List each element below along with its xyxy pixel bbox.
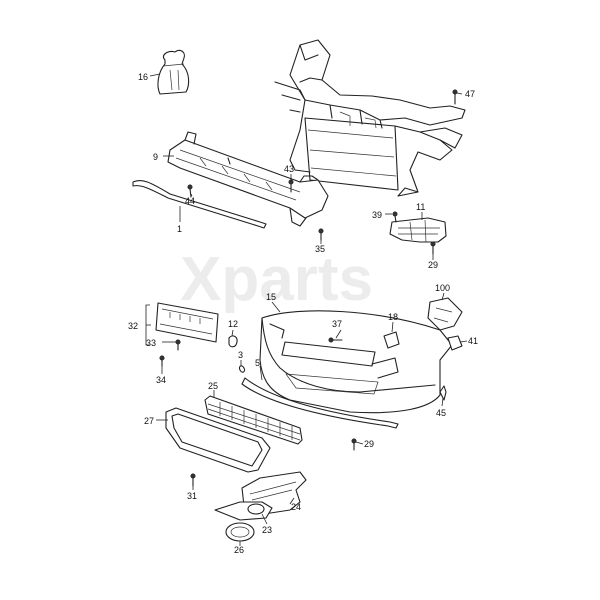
callout-32: 32 [128, 321, 138, 331]
screw-44 [187, 184, 193, 198]
callout-41: 41 [468, 336, 478, 346]
part-16-cover-bag [157, 49, 190, 95]
callout-25: 25 [208, 381, 218, 391]
callout-labels: 16 9 1 44 43 35 47 39 11 29 32 33 34 12 … [128, 72, 478, 555]
screw-43 [288, 179, 294, 193]
part-15-bumper-cover [259, 310, 453, 414]
part-32-plate-bracket [145, 302, 219, 346]
callout-31: 31 [187, 491, 197, 501]
callout-29-lower: 29 [364, 439, 374, 449]
callout-23: 23 [262, 525, 272, 535]
callout-100: 100 [435, 283, 450, 293]
screw-29-top [430, 241, 436, 255]
callout-24: 24 [291, 502, 301, 512]
part-9-impact-beam [167, 131, 329, 227]
callout-35: 35 [315, 244, 325, 254]
callout-33: 33 [146, 338, 156, 348]
part-1-lower-strip [132, 179, 267, 229]
part-41-clip [447, 335, 463, 351]
callout-27: 27 [144, 416, 154, 426]
leader-lines [146, 73, 468, 546]
clip-3 [238, 365, 246, 373]
screw-29-lower [351, 438, 357, 451]
part-12-cap [228, 335, 238, 348]
part-26-ring [225, 522, 255, 542]
callout-37: 37 [332, 319, 342, 329]
part-25-upper-grille [204, 395, 303, 445]
callout-5: 5 [255, 358, 260, 368]
callout-43: 43 [284, 164, 294, 174]
callout-39: 39 [372, 210, 382, 220]
callout-29-top: 29 [428, 260, 438, 270]
callout-45: 45 [436, 408, 446, 418]
screw-33 [175, 339, 181, 351]
callout-15: 15 [266, 292, 276, 302]
part-front-carrier [274, 39, 466, 197]
screw-39 [392, 211, 398, 223]
part-5-spoiler-strip [241, 377, 399, 429]
screw-35 [318, 228, 324, 241]
callout-26: 26 [234, 545, 244, 555]
callout-18: 18 [388, 312, 398, 322]
callout-11: 11 [416, 202, 425, 212]
callout-44: 44 [185, 196, 195, 206]
watermark-brand: Xparts [180, 245, 373, 314]
part-23-fog-lamp [214, 501, 273, 521]
callout-12: 12 [228, 319, 238, 329]
part-18-cap [383, 331, 400, 349]
part-27-lower-grille [165, 407, 271, 473]
clip-45 [439, 385, 447, 401]
callout-9: 9 [153, 152, 158, 162]
callout-1: 1 [177, 224, 182, 234]
screw-37 [328, 337, 343, 343]
part-100-bracket [427, 297, 463, 331]
part-11-bracket [389, 217, 447, 243]
screw-47 [452, 89, 458, 105]
callout-34: 34 [156, 375, 166, 385]
callout-47: 47 [465, 89, 475, 99]
callout-3: 3 [238, 350, 243, 360]
callout-16: 16 [138, 72, 148, 82]
screw-34 [159, 355, 165, 367]
screw-31 [190, 473, 196, 487]
